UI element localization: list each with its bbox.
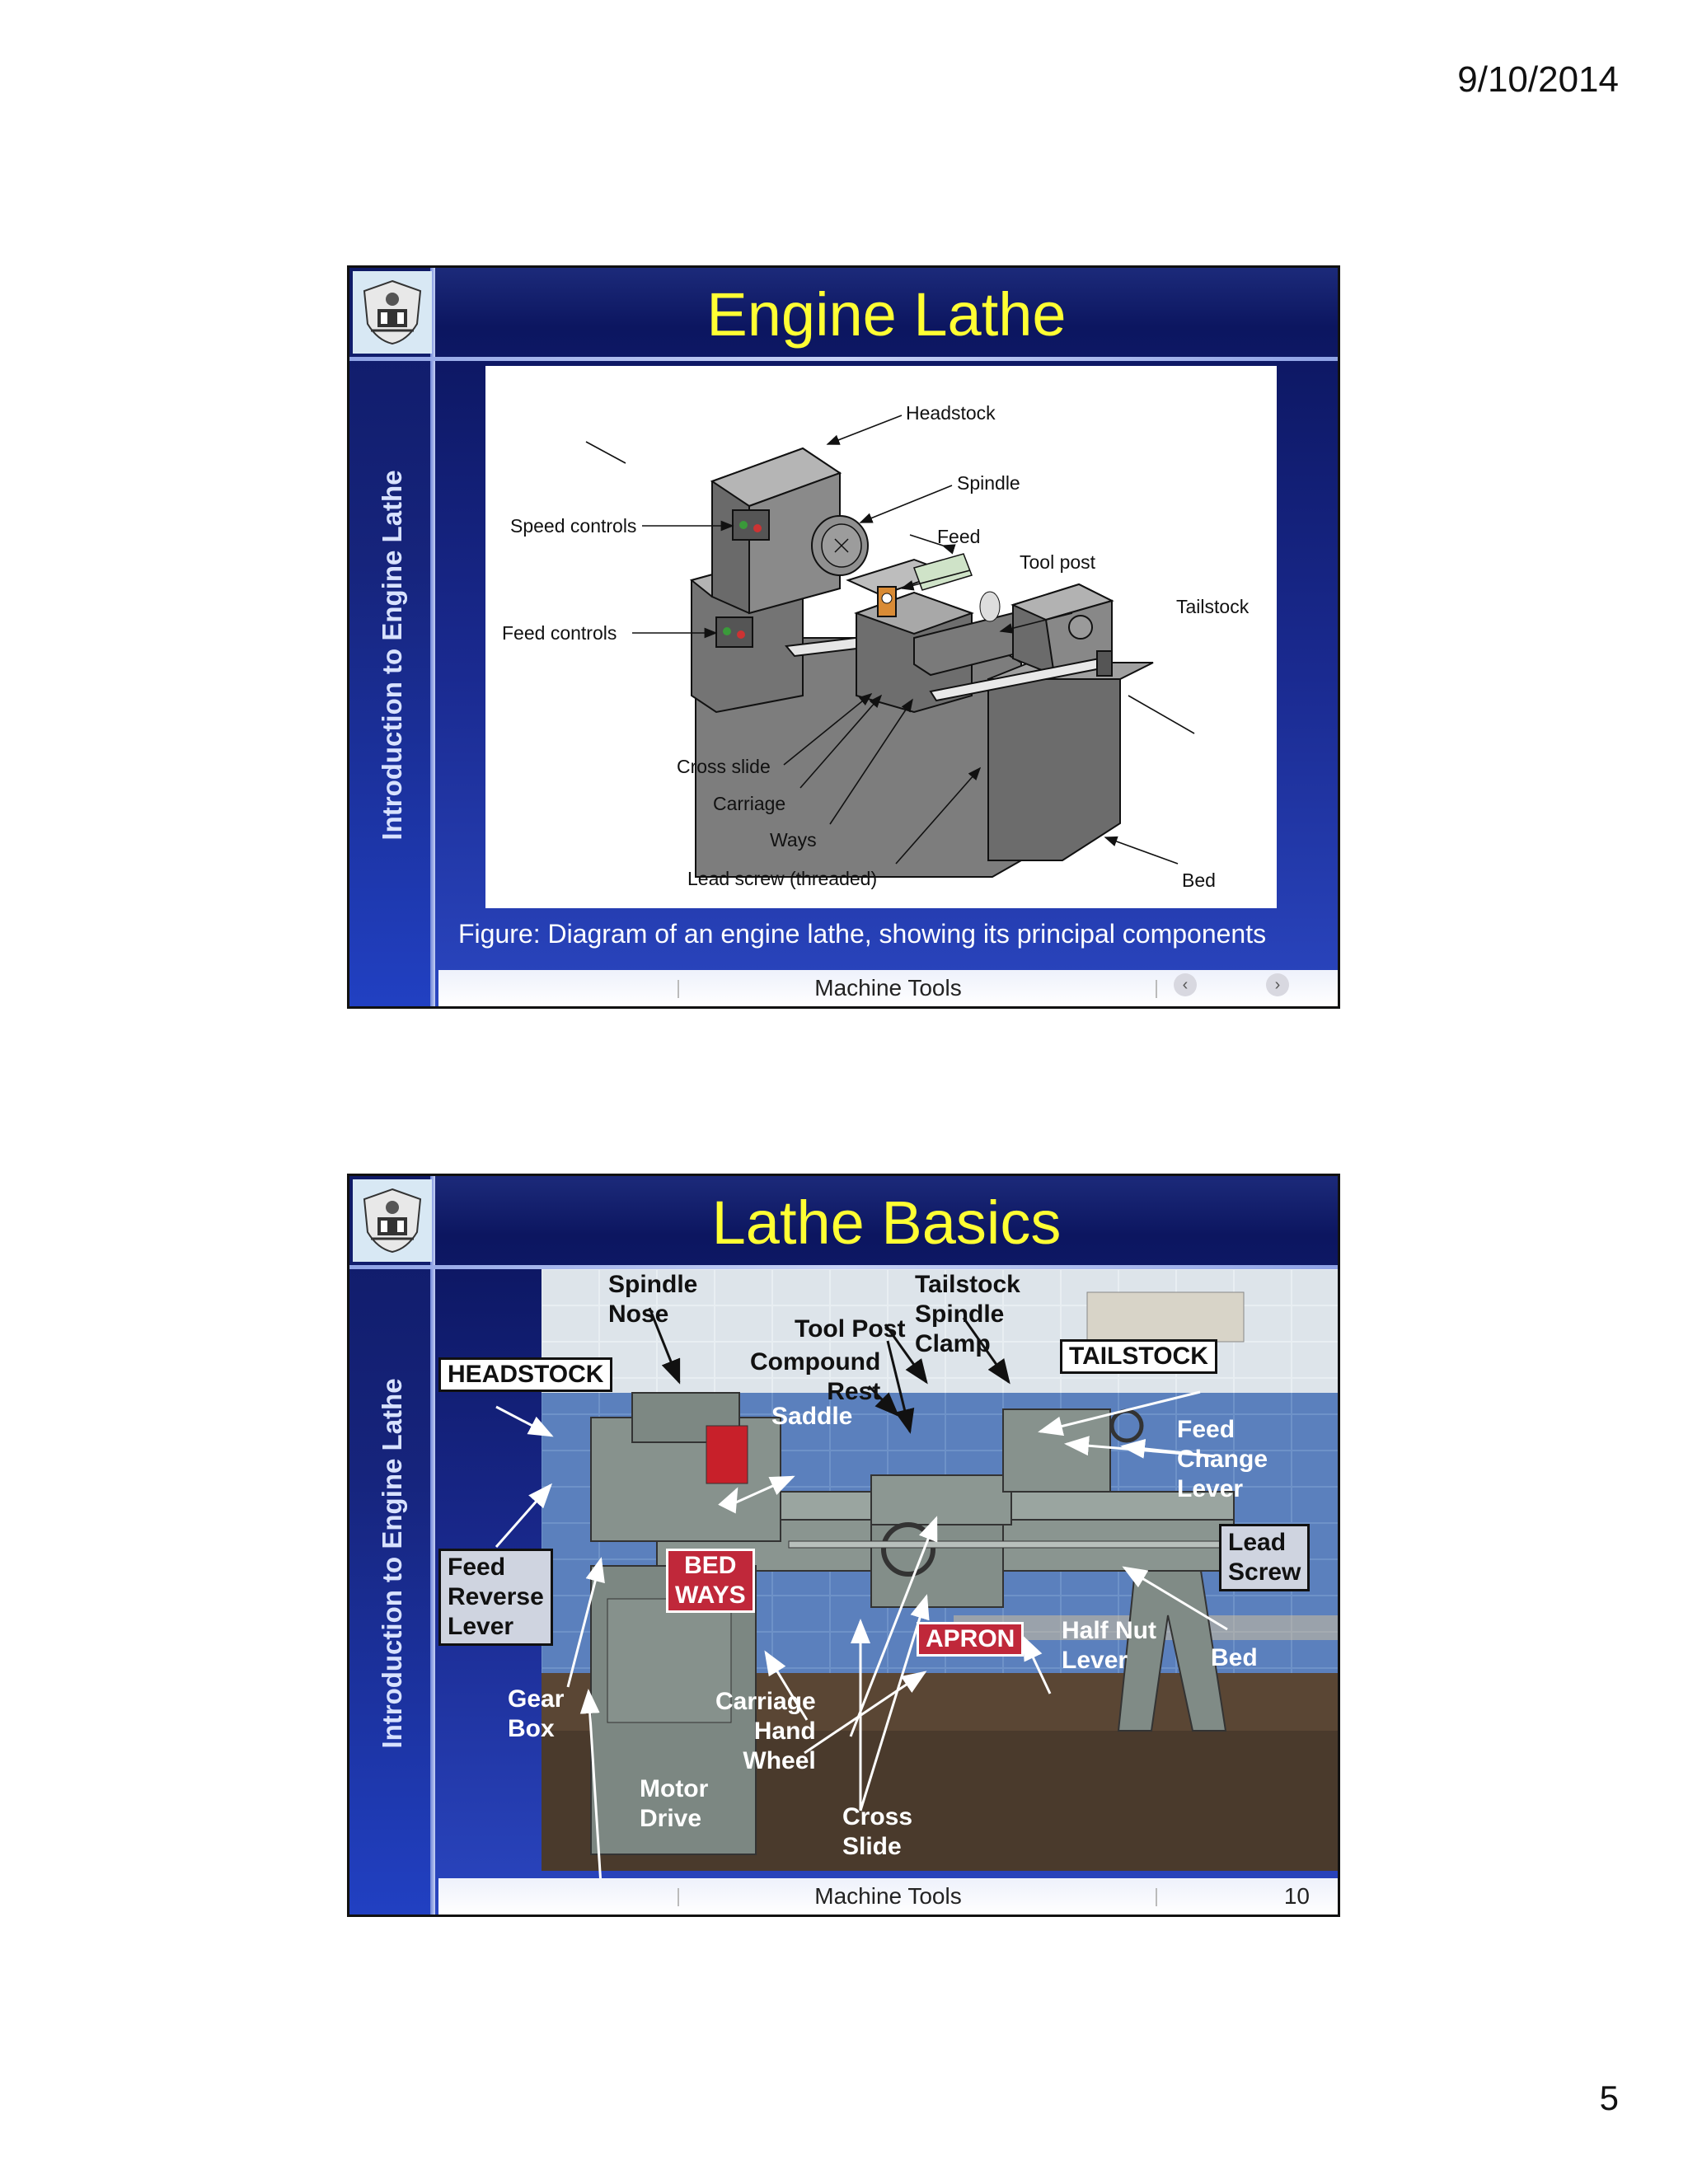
label-bed: Bed — [1211, 1644, 1258, 1671]
slide-number: 10 — [1283, 1883, 1310, 1909]
label-spindle-nose: Spindle Nose — [608, 1271, 698, 1328]
header-rule — [349, 357, 1338, 361]
fig-label-carriage: Carriage — [713, 793, 785, 814]
label-feed-reverse-lever: Feed Reverse Lever — [438, 1549, 553, 1646]
label-tailstock: TAILSTOCK — [1060, 1339, 1217, 1374]
label-tool-post: Tool Post — [795, 1315, 906, 1343]
header-rule — [349, 1265, 1338, 1269]
footer-divider — [678, 980, 679, 998]
fig-label-ways: Ways — [770, 829, 817, 851]
label-carriage-hand-wheel: Carriage Hand Wheel — [715, 1688, 816, 1774]
fig-label-cross-slide: Cross slide — [677, 756, 771, 777]
fig-label-feed-controls: Feed controls — [502, 622, 617, 644]
label-tailstock-spindle-clamp: Tailstock Spindle Clamp — [915, 1271, 1020, 1357]
slide-engine-lathe: Introduction to Engine Lathe Engine Lath… — [347, 265, 1340, 1009]
prev-slide-icon[interactable]: ‹ — [1174, 973, 1197, 996]
slide-footer: Machine Tools ‹ › — [438, 970, 1338, 1006]
page-date: 9/10/2014 — [1457, 59, 1619, 100]
slide-sidebar — [349, 1176, 435, 1915]
label-lead-screw: Lead Screw — [1219, 1524, 1311, 1591]
label-compound-rest: Compound Rest — [750, 1348, 881, 1405]
label-motor-drive: Motor Drive — [640, 1775, 709, 1832]
callout-arrows — [495, 1307, 1228, 1886]
footer-text: Machine Tools — [814, 1883, 962, 1909]
fig-label-lead-screw: Lead screw (threaded) — [687, 868, 877, 889]
label-saddle: Saddle — [771, 1403, 853, 1430]
footer-text: Machine Tools — [814, 975, 962, 1001]
sidebar-title: Introduction to Engine Lathe — [377, 470, 407, 841]
fig-label-tool-post: Tool post — [1020, 551, 1096, 573]
footer-divider — [1156, 1888, 1157, 1906]
slide-sidebar — [349, 268, 435, 1006]
fig-label-spindle: Spindle — [957, 472, 1020, 494]
label-bed-ways: BED WAYS — [666, 1549, 755, 1613]
figure-caption: Figure: Diagram of an engine lathe, show… — [458, 919, 1267, 949]
label-apron: APRON — [917, 1622, 1025, 1657]
footer-divider — [678, 1888, 679, 1906]
label-feed-change-lever: Feed Change Lever — [1177, 1416, 1268, 1502]
fig-label-headstock: Headstock — [906, 402, 996, 424]
fig-label-speed-controls: Speed controls — [510, 515, 636, 537]
slide-title: Engine Lathe — [706, 280, 1067, 349]
label-gear-box: Gear Box — [508, 1685, 565, 1742]
institute-logo — [353, 271, 432, 354]
institute-logo — [353, 1179, 432, 1262]
fig-label-tailstock: Tailstock — [1176, 596, 1250, 617]
page-number: 5 — [1599, 2079, 1619, 2117]
fig-label-bed: Bed — [1182, 869, 1216, 891]
engine-lathe-diagram: Headstock Spindle Feed Tool post Tailsto… — [485, 366, 1277, 908]
slide-footer: Machine Tools 10 — [438, 1878, 1338, 1915]
next-slide-icon[interactable]: › — [1266, 973, 1289, 996]
label-cross-slide: Cross Slide — [842, 1803, 913, 1860]
label-headstock: HEADSTOCK — [438, 1357, 613, 1392]
slide-title: Lathe Basics — [711, 1188, 1062, 1257]
label-half-nut-lever: Half Nut Lever — [1062, 1617, 1156, 1674]
fig-label-feed: Feed — [937, 526, 980, 547]
footer-divider — [1156, 980, 1157, 998]
slide-lathe-basics: Introduction to Engine Lathe Lathe Basic… — [347, 1174, 1340, 1917]
